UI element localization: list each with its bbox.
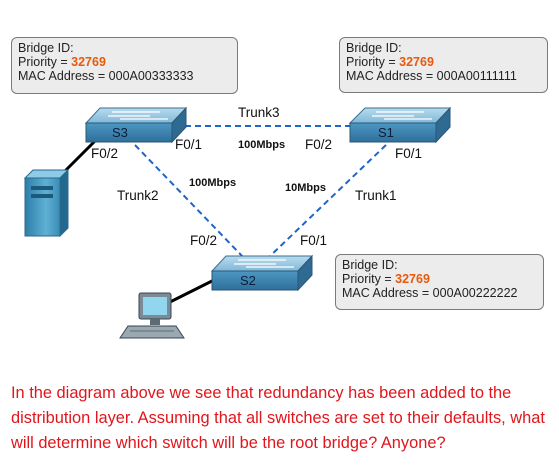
switch-s1-icon[interactable] [348, 106, 452, 144]
server-icon [23, 168, 70, 238]
port-s2-f02: F0/2 [190, 233, 218, 248]
switch-s2-icon[interactable] [210, 254, 314, 292]
switch-s2-label: S2 [240, 273, 256, 288]
bridge-priority: Priority = 32769 [342, 272, 537, 286]
priority-label: Priority = [342, 272, 396, 286]
priority-label: Priority = [18, 55, 72, 69]
pc-link [167, 276, 219, 305]
trunk1-label: Trunk1 [355, 188, 397, 203]
port-s1-f01: F0/1 [395, 146, 423, 161]
trunk2-label: Trunk2 [117, 188, 159, 203]
bridge-priority: Priority = 32769 [18, 55, 231, 69]
switch-s1-label: S1 [378, 125, 394, 140]
trunk3-label: Trunk3 [238, 105, 280, 120]
bridge-mac: MAC Address = 000A00333333 [18, 69, 194, 83]
bridge-id-title: Bridge ID: [346, 41, 402, 55]
bridge-id-box-s1: Bridge ID: Priority = 32769 MAC Address … [339, 37, 548, 93]
switch-s3-label: S3 [112, 125, 128, 140]
switch-s3-icon[interactable] [84, 106, 188, 144]
bridge-id-title: Bridge ID: [342, 258, 398, 272]
caption-text: In the diagram above we see that redunda… [11, 384, 545, 452]
trunk2-link [134, 144, 245, 259]
pc-icon [119, 292, 185, 339]
bridge-mac: MAC Address = 000A00111111 [346, 69, 517, 83]
trunk1-speed: 10Mbps [285, 182, 326, 194]
bridge-mac: MAC Address = 000A00222222 [342, 286, 518, 300]
port-s3-f01: F0/1 [175, 137, 203, 152]
trunk2-speed: 100Mbps [189, 177, 237, 189]
port-s3-f02: F0/2 [91, 146, 119, 161]
priority-value: 32769 [71, 55, 106, 69]
bridge-priority: Priority = 32769 [346, 55, 541, 69]
priority-value: 32769 [399, 55, 434, 69]
trunk3-speed: 100Mbps [238, 139, 286, 151]
port-s1-f02: F0/2 [305, 137, 333, 152]
trunk1-link [267, 144, 387, 259]
port-s2-f01: F0/1 [300, 233, 328, 248]
bridge-id-title: Bridge ID: [18, 41, 74, 55]
priority-label: Priority = [346, 55, 400, 69]
bridge-id-box-s3: Bridge ID: Priority = 32769 MAC Address … [11, 37, 238, 94]
priority-value: 32769 [395, 272, 430, 286]
bridge-id-box-s2: Bridge ID: Priority = 32769 MAC Address … [335, 254, 544, 310]
